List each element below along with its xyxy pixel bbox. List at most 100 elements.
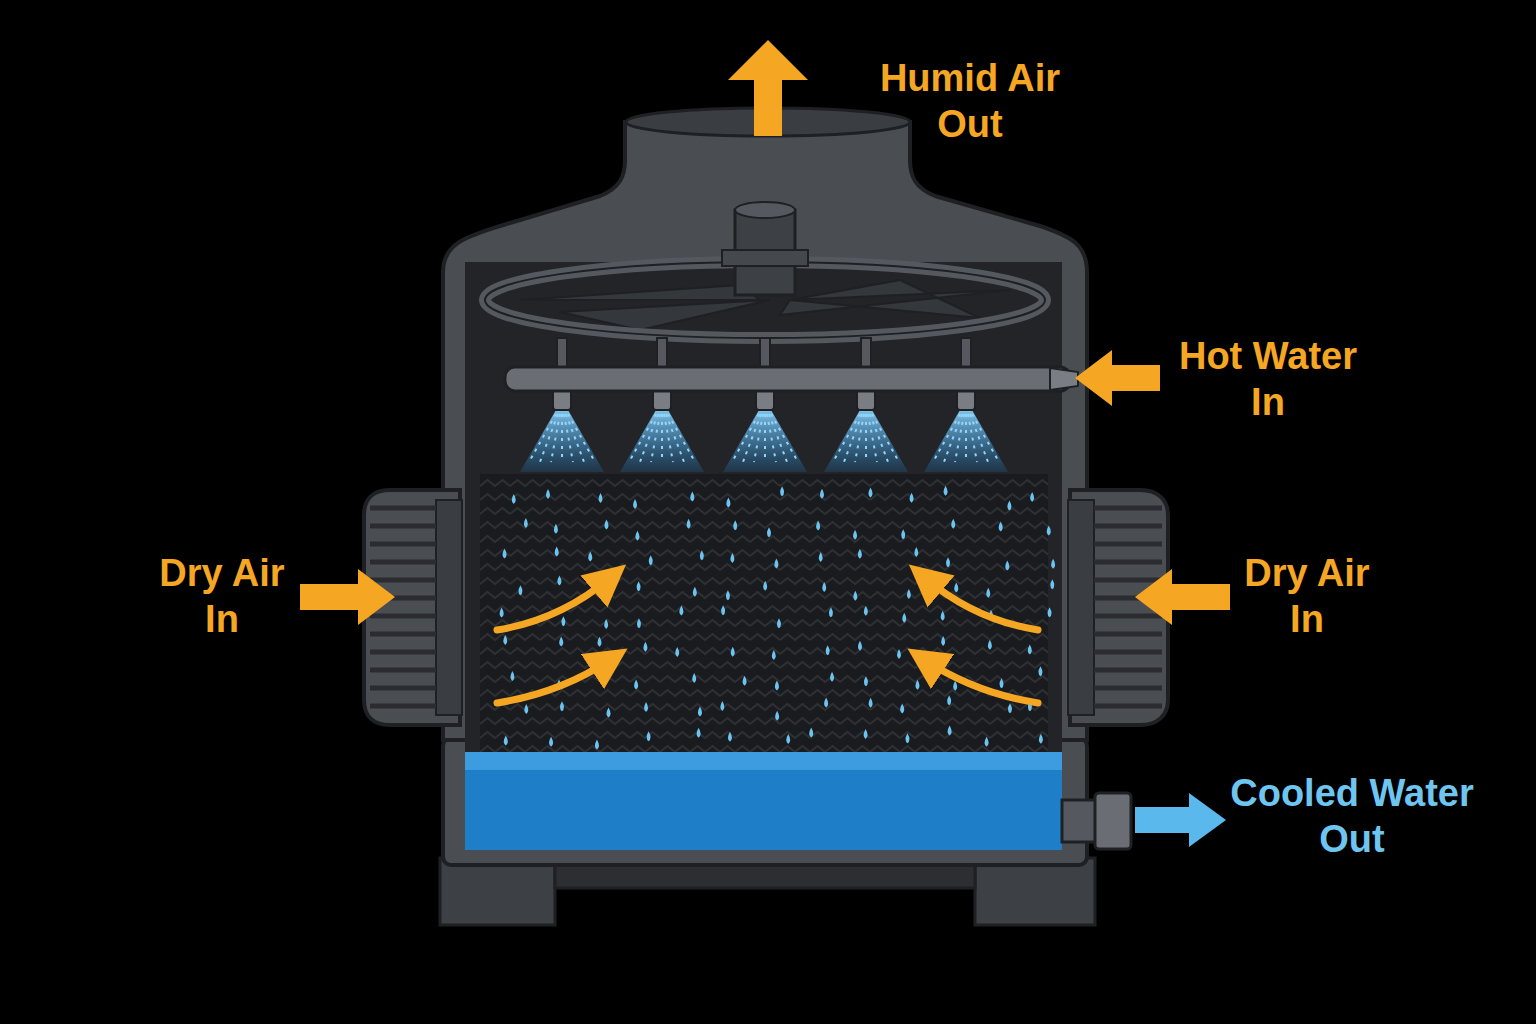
water-drop	[858, 549, 862, 559]
tower-cavity	[465, 262, 1062, 752]
water-drop	[777, 618, 781, 628]
basin-water	[465, 752, 1062, 850]
water-drop	[1008, 703, 1012, 713]
spray-line	[561, 414, 563, 462]
slat	[370, 632, 436, 637]
water-drop	[504, 736, 508, 746]
slat	[370, 506, 436, 511]
water-drop	[555, 546, 559, 556]
water-drop	[829, 607, 833, 617]
water-drop	[772, 650, 776, 660]
water-drop	[1000, 678, 1004, 688]
spray-cone	[620, 410, 704, 472]
water-drop	[649, 555, 653, 565]
water-drop	[774, 558, 778, 568]
water-drop	[633, 499, 637, 509]
slat	[370, 578, 436, 583]
slat	[1094, 578, 1162, 583]
water-drop	[637, 581, 641, 591]
spray-line	[970, 414, 988, 462]
water-drop	[901, 529, 905, 539]
water-drop	[820, 489, 824, 499]
water-drop	[546, 489, 550, 499]
fill-media	[480, 474, 1048, 752]
spray-line	[651, 414, 660, 462]
water-drop	[559, 636, 563, 646]
water-drop	[524, 518, 528, 528]
hot-water-arrow	[1075, 350, 1160, 406]
dry-air-arrow	[300, 569, 395, 625]
spray-line	[872, 414, 899, 462]
outlet-flange	[1095, 793, 1131, 849]
spray-cone	[924, 410, 1008, 472]
slat	[1094, 632, 1162, 637]
water-drop	[953, 681, 957, 691]
spray-line	[965, 414, 967, 462]
slat	[1094, 524, 1162, 529]
water-drop	[604, 619, 608, 629]
water-drop	[549, 737, 553, 747]
water-drop	[720, 701, 724, 711]
spray-line	[972, 414, 999, 462]
nozzle-hanger	[557, 338, 567, 368]
spray-line	[566, 414, 584, 462]
slat	[1094, 668, 1162, 673]
water-drop	[675, 647, 679, 657]
water-drop	[907, 589, 911, 599]
louver-slats	[370, 508, 1162, 706]
water-drop	[500, 607, 504, 617]
water-drop	[947, 695, 951, 705]
water-drop	[743, 676, 747, 686]
water-drop	[512, 494, 516, 504]
water-drop	[775, 711, 779, 721]
nozzle-hanger	[657, 338, 667, 368]
slat	[1094, 506, 1162, 511]
water-drop	[999, 521, 1003, 531]
slat	[370, 686, 436, 691]
water-drop	[1048, 607, 1052, 617]
water-drop	[914, 547, 918, 557]
water-drop	[830, 672, 834, 682]
water-drop	[604, 519, 608, 529]
water-drop	[897, 649, 901, 659]
water-drop	[786, 734, 790, 744]
water-drop	[864, 729, 868, 739]
water-drop	[869, 698, 873, 708]
water-drop	[941, 611, 945, 621]
air-flow-arrows	[497, 578, 1038, 703]
nozzle-hanger	[961, 338, 971, 368]
water-drop	[905, 733, 909, 743]
water-drop	[524, 704, 528, 714]
basin	[443, 738, 1087, 865]
tower-leg	[440, 858, 555, 925]
water-drop	[986, 588, 990, 598]
water-drop	[690, 492, 694, 502]
water-drop	[637, 618, 641, 628]
spray-line	[870, 414, 888, 462]
cooled-water-arrow	[1135, 793, 1226, 847]
water-drop	[902, 613, 906, 623]
water-drop	[816, 521, 820, 531]
water-drop	[503, 549, 507, 559]
water-drop	[518, 585, 522, 595]
slat	[1094, 650, 1162, 655]
spray-line	[666, 414, 684, 462]
slat	[370, 650, 436, 655]
water-drop	[601, 672, 605, 682]
water-drop	[503, 635, 507, 645]
spray-line	[769, 414, 787, 462]
water-drop	[644, 702, 648, 712]
humid-air-arrow	[728, 40, 808, 136]
water-drop	[588, 552, 592, 562]
spray-line	[764, 414, 766, 462]
water-drop	[819, 552, 823, 562]
water-drop	[595, 740, 599, 750]
water-drop	[679, 606, 683, 616]
water-surface	[465, 752, 1062, 770]
water-drop	[944, 486, 948, 496]
water-drop	[853, 591, 857, 601]
water-drop	[635, 531, 639, 541]
slat	[370, 560, 436, 565]
water-drop	[730, 553, 734, 563]
